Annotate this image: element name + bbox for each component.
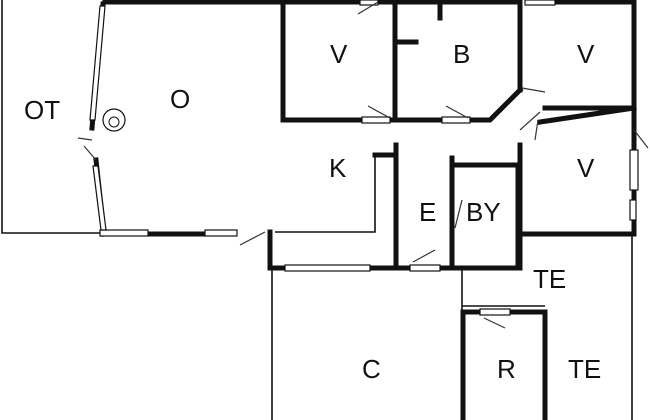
windows (89, 0, 639, 316)
stove-symbol (102, 108, 126, 132)
terrace-area (1, 0, 100, 234)
room-label-o: O (170, 84, 190, 114)
room-label-v3: V (577, 153, 595, 183)
room-label-te1: TE (533, 264, 566, 294)
room-labels: OT O V B V K V E BY TE C R TE (24, 39, 601, 384)
room-label-te2: TE (568, 354, 601, 384)
room-label-e: E (419, 197, 436, 227)
room-label-v2: V (577, 39, 595, 69)
room-label-ot: OT (24, 95, 60, 125)
room-label-v1: V (330, 39, 348, 69)
room-label-k: K (329, 153, 347, 183)
room-label-by: BY (466, 197, 501, 227)
room-label-r: R (497, 354, 516, 384)
room-label-b: B (453, 39, 470, 69)
door-swings (77, 1, 649, 329)
room-label-c: C (362, 354, 381, 384)
